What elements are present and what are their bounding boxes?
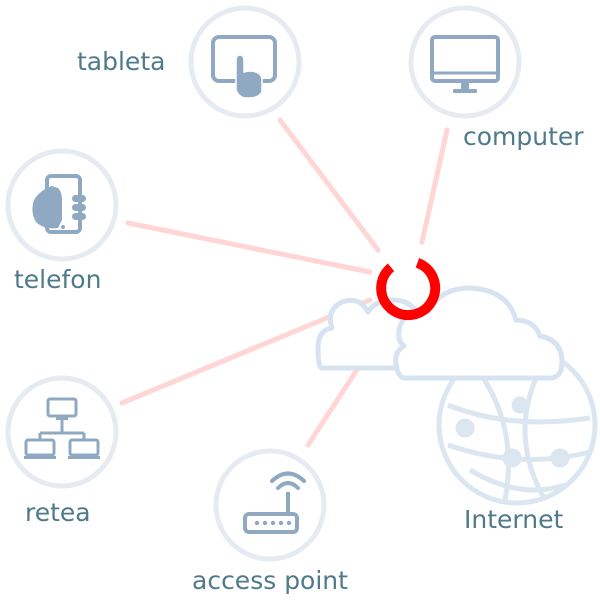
monitor-icon xyxy=(430,35,500,93)
label-retea: retea xyxy=(25,498,91,527)
cloud-icon xyxy=(315,285,565,381)
router-wifi-icon xyxy=(243,471,306,534)
connector-tableta xyxy=(277,117,381,253)
label-telefon: telefon xyxy=(14,265,102,294)
connector-computer xyxy=(419,127,450,245)
phone-in-hand-icon xyxy=(32,174,86,234)
node-rings xyxy=(5,5,522,562)
node-ring-computer xyxy=(408,5,522,119)
connectors xyxy=(119,117,450,448)
node-ring-access-point xyxy=(213,448,327,562)
label-access-point: access point xyxy=(192,566,348,595)
hub-icon xyxy=(376,258,441,321)
tablet-touch-icon xyxy=(211,35,277,99)
label-tableta: tableta xyxy=(77,47,166,76)
network-icon xyxy=(24,397,100,459)
label-internet: Internet xyxy=(464,505,564,534)
label-computer: computer xyxy=(463,122,584,151)
connector-telefon xyxy=(125,220,373,275)
globe-icon xyxy=(436,344,598,506)
node-ring-tableta xyxy=(188,5,302,119)
